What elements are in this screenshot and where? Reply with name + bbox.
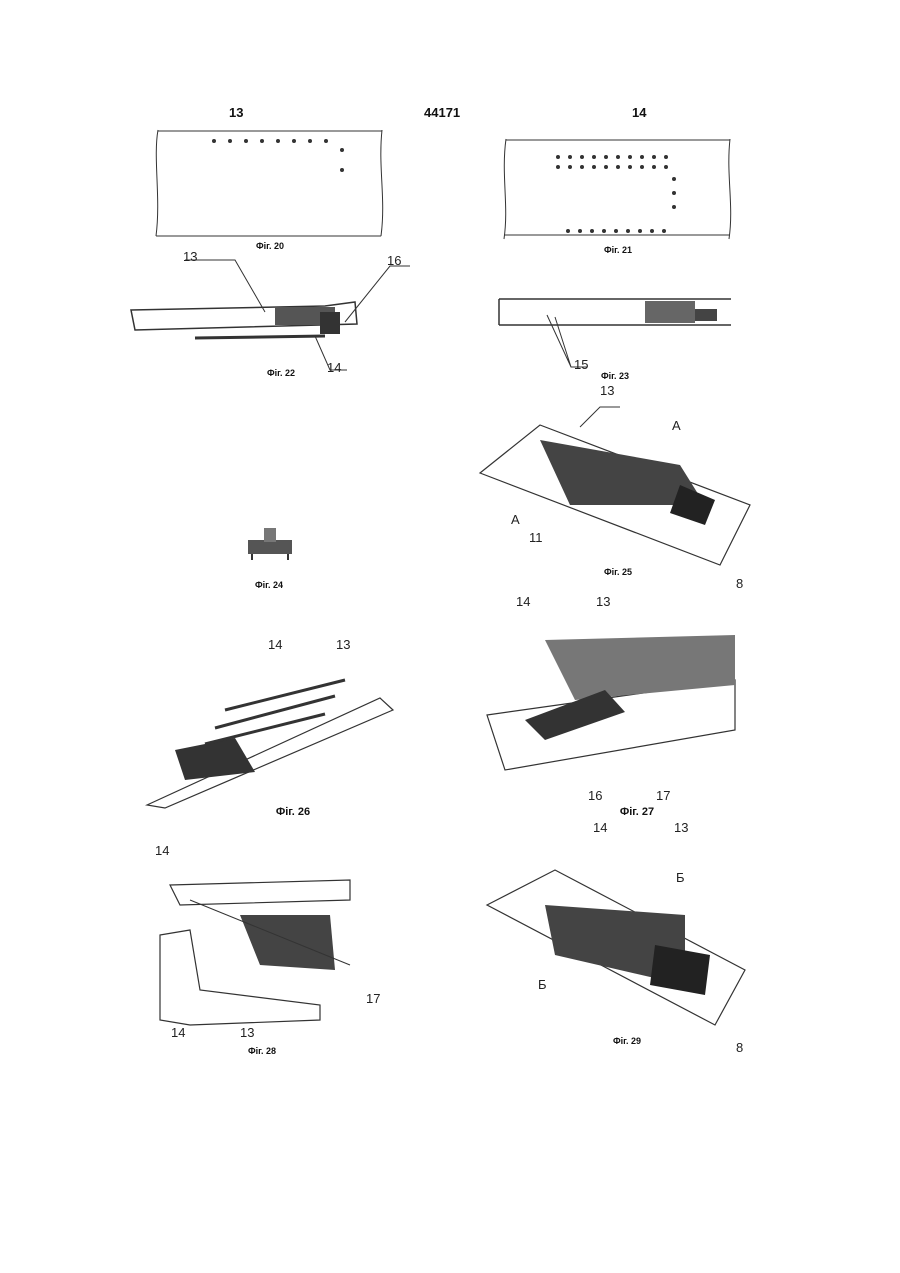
figure-22-drawing bbox=[125, 252, 415, 387]
figure-25-caption: Фіг. 25 bbox=[588, 567, 648, 577]
figure-29-label-B-top: Б bbox=[676, 870, 685, 885]
figure-29-label-B-bottom: Б bbox=[538, 977, 547, 992]
figure-23-label-15: 15 bbox=[574, 357, 588, 372]
figure-21-drawing bbox=[498, 135, 738, 248]
figure-22-label-13: 13 bbox=[183, 249, 197, 264]
figure-25-drawing bbox=[480, 395, 750, 590]
figure-28-caption: Фіг. 28 bbox=[237, 1046, 287, 1056]
figure-22-label-16: 16 bbox=[387, 253, 401, 268]
figure-26-label-14: 14 bbox=[268, 637, 282, 652]
page-number-right: 14 bbox=[632, 105, 646, 120]
figure-24-drawing bbox=[246, 526, 294, 567]
figure-29-label-13: 13 bbox=[674, 820, 688, 835]
figure-28-label-14-top: 14 bbox=[155, 843, 169, 858]
figure-26-drawing bbox=[145, 640, 395, 815]
figure-26-label-13: 13 bbox=[336, 637, 350, 652]
figure-23-drawing bbox=[495, 295, 735, 380]
figure-27-caption: Фіг. 27 bbox=[612, 806, 662, 818]
figure-27-drawing bbox=[485, 620, 740, 805]
figure-27-label-14: 14 bbox=[516, 594, 530, 609]
figure-28-label-14-bottom: 14 bbox=[171, 1025, 185, 1040]
figure-25-label-13: 13 bbox=[600, 383, 614, 398]
figure-20-caption: Фіг. 20 bbox=[240, 241, 300, 251]
figure-20-drawing bbox=[150, 128, 390, 245]
figure-29-label-14: 14 bbox=[593, 820, 607, 835]
figure-24-caption: Фіг. 24 bbox=[244, 580, 294, 590]
figure-27-label-17: 17 bbox=[656, 788, 670, 803]
figure-28-label-17: 17 bbox=[366, 991, 380, 1006]
patent-number: 44171 bbox=[424, 105, 460, 120]
figure-25-label-A-top: A bbox=[672, 418, 681, 433]
figure-27-label-13: 13 bbox=[596, 594, 610, 609]
figure-29-drawing bbox=[485, 845, 745, 1035]
figure-26-caption: Фіг. 26 bbox=[268, 806, 318, 818]
figure-29-label-8: 8 bbox=[736, 1040, 743, 1055]
figure-22-label-14: 14 bbox=[327, 360, 341, 375]
figure-22-caption: Фіг. 22 bbox=[256, 368, 306, 378]
figure-21-caption: Фіг. 21 bbox=[588, 245, 648, 255]
figure-28-label-13: 13 bbox=[240, 1025, 254, 1040]
figure-25-label-A-bottom: A bbox=[511, 512, 520, 527]
figure-25-label-8: 8 bbox=[736, 576, 743, 591]
page-number-left: 13 bbox=[229, 105, 243, 120]
figure-29-caption: Фіг. 29 bbox=[602, 1036, 652, 1046]
figure-27-label-16: 16 bbox=[588, 788, 602, 803]
figure-23-caption: Фіг. 23 bbox=[590, 371, 640, 381]
figure-25-label-11: 11 bbox=[529, 530, 543, 545]
figure-28-drawing bbox=[150, 860, 390, 1040]
